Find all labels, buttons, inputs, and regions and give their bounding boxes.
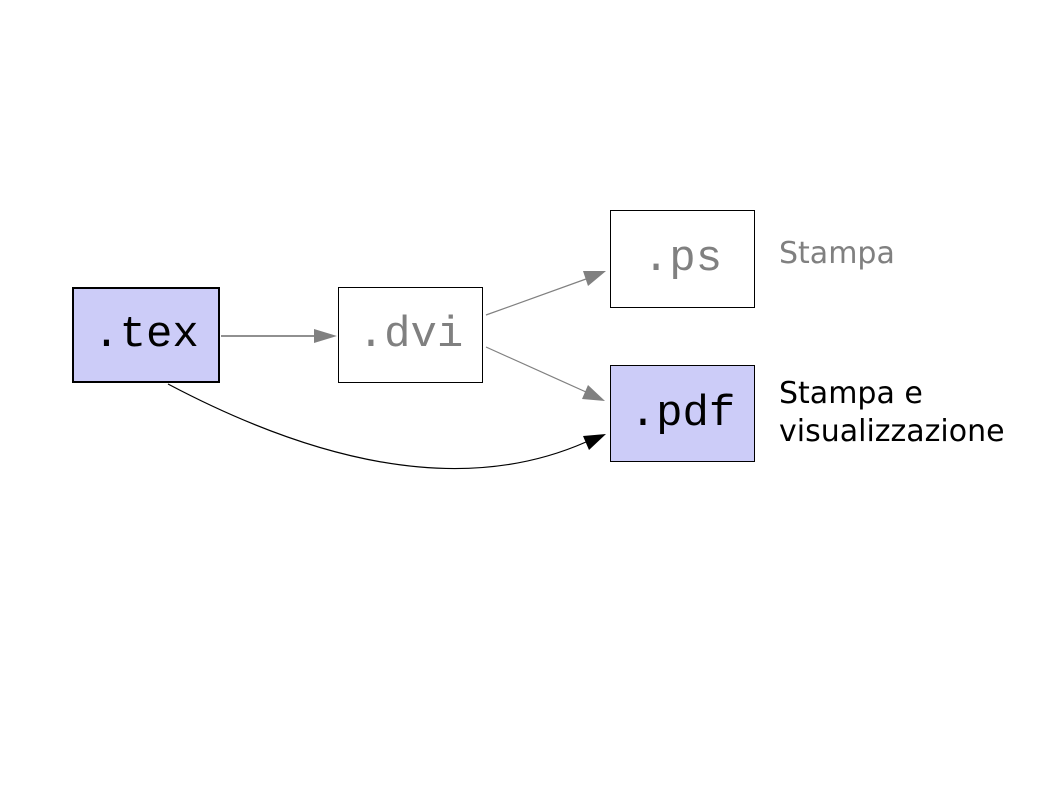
node-pdf-label: .pdf [629,388,736,439]
node-ps-label: .ps [642,234,723,284]
edge-dvi-to-ps [485,271,606,316]
edge-tex-to-pdf [167,383,606,470]
edge-tex-to-dvi [221,329,337,343]
node-tex-label: .tex [93,310,199,360]
edge-dvi-to-ps-arrowhead [583,271,606,286]
edge-dvi-to-pdf-arrowhead [582,385,605,401]
node-pdf: .pdf [610,365,755,462]
node-dvi-label: .dvi [357,310,464,360]
edge-dvi-to-pdf-line [485,346,587,393]
annotation-pdf: Stampa e visualizzazione [779,376,1005,449]
edge-tex-to-pdf-curve [167,383,587,470]
edge-dvi-to-pdf [485,346,605,401]
edge-tex-to-dvi-arrowhead [314,329,337,343]
annotation-ps: Stampa [779,236,895,271]
edge-dvi-to-ps-line [485,278,587,316]
node-ps: .ps [610,210,755,308]
node-dvi: .dvi [338,287,483,383]
edge-tex-to-pdf-arrowhead [583,434,606,450]
node-tex: .tex [72,287,220,383]
